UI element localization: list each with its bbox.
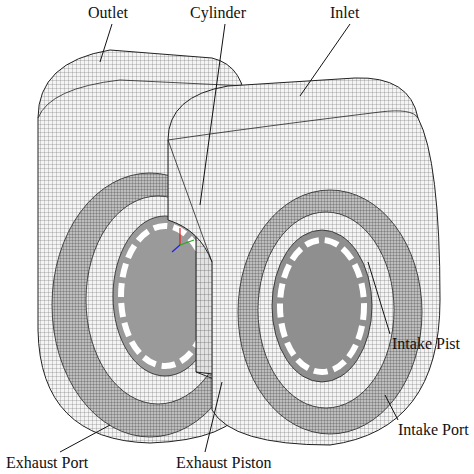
part-label: Cylinder: [190, 5, 246, 21]
part-label: Outlet: [88, 5, 128, 21]
part-label: Exhaust Port: [6, 455, 88, 471]
intake-volute: [168, 78, 440, 445]
leader-lines: [60, 24, 398, 452]
part-label: Exhaust Piston: [176, 455, 272, 471]
part-label: Intake Pist: [392, 336, 460, 352]
part-label: Intake Port: [398, 422, 469, 438]
part-label: Inlet: [330, 5, 359, 21]
